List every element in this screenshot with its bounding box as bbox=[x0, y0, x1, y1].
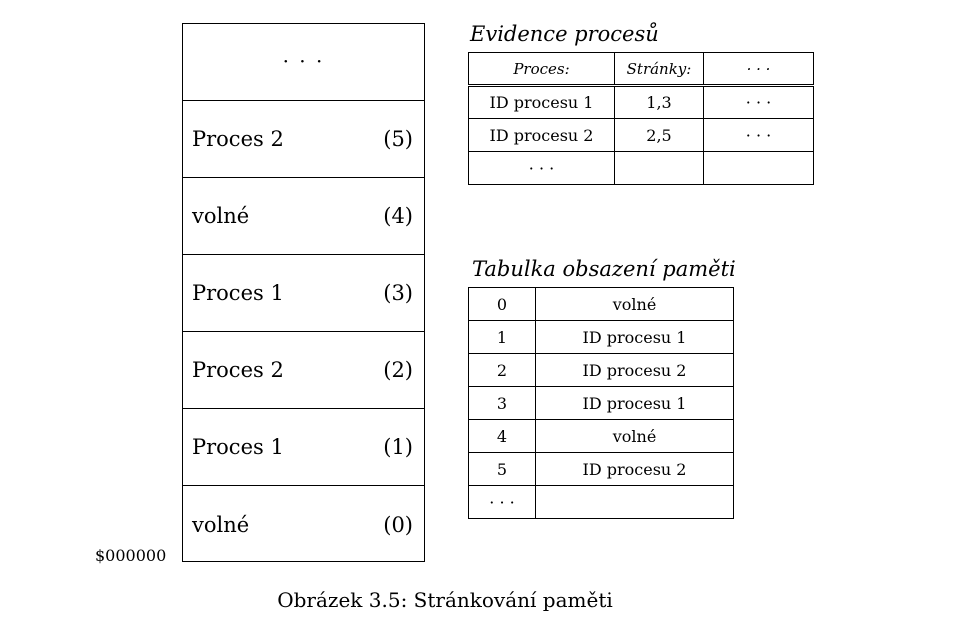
page-number: · · · bbox=[468, 485, 536, 519]
cell-index: (5) bbox=[383, 127, 413, 151]
cell-index: (1) bbox=[383, 435, 413, 459]
table-cell: · · · bbox=[703, 118, 814, 152]
header-cell: · · · bbox=[703, 52, 814, 87]
base-address: $000000 bbox=[95, 546, 167, 565]
table-cell: 2,5 bbox=[614, 118, 704, 152]
memory-cell-3: Proces 1 (3) bbox=[183, 255, 424, 332]
table-row: 0 volné bbox=[468, 287, 734, 321]
table-cell: 1,3 bbox=[614, 85, 704, 119]
cell-index: (3) bbox=[383, 281, 413, 305]
table-cell bbox=[703, 151, 814, 185]
table-row: 2 ID procesu 2 bbox=[468, 353, 734, 387]
table-row: ID procesu 2 2,5 · · · bbox=[468, 118, 814, 152]
ellipsis: · · · bbox=[282, 48, 325, 73]
cell-index: (2) bbox=[383, 358, 413, 382]
evidence-table: Proces: Stránky: · · · ID procesu 1 1,3 … bbox=[468, 52, 814, 185]
evidence-title: Evidence procesů bbox=[470, 22, 659, 46]
header-cell: Proces: bbox=[468, 52, 615, 87]
page-owner: ID procesu 2 bbox=[535, 353, 734, 387]
memory-cell-1: Proces 1 (1) bbox=[183, 409, 424, 486]
memory-stack: · · · Proces 2 (5) volné (4) Proces 1 (3… bbox=[182, 23, 425, 562]
page-owner: volné bbox=[535, 287, 734, 321]
table-header-row: Proces: Stránky: · · · bbox=[468, 52, 814, 87]
memory-cell-4: volné (4) bbox=[183, 178, 424, 255]
page-owner bbox=[535, 485, 734, 519]
page-number: 4 bbox=[468, 419, 536, 453]
table-cell: ID procesu 2 bbox=[468, 118, 615, 152]
table-row: 4 volné bbox=[468, 419, 734, 453]
table-row: · · · bbox=[468, 485, 734, 519]
occupancy-table: 0 volné 1 ID procesu 1 2 ID procesu 2 3 … bbox=[468, 287, 734, 519]
page-number: 2 bbox=[468, 353, 536, 387]
header-cell: Stránky: bbox=[614, 52, 704, 87]
memory-cell-2: Proces 2 (2) bbox=[183, 332, 424, 409]
table-cell bbox=[614, 151, 704, 185]
memory-cell-0: volné (0) bbox=[183, 486, 424, 563]
cell-label: Proces 1 bbox=[192, 281, 284, 305]
memory-cell-top: · · · bbox=[183, 24, 424, 101]
table-row: 1 ID procesu 1 bbox=[468, 320, 734, 354]
table-cell: ID procesu 1 bbox=[468, 85, 615, 119]
page-owner: ID procesu 1 bbox=[535, 320, 734, 354]
cell-index: (4) bbox=[383, 204, 413, 228]
cell-index: (0) bbox=[383, 512, 413, 537]
page-number: 0 bbox=[468, 287, 536, 321]
occupancy-title: Tabulka obsazení paměti bbox=[472, 257, 736, 281]
figure-caption: Obrázek 3.5: Stránkování paměti bbox=[277, 588, 613, 612]
cell-label: volné bbox=[192, 204, 250, 228]
table-cell: · · · bbox=[468, 151, 615, 185]
table-row: ID procesu 1 1,3 · · · bbox=[468, 85, 814, 119]
table-row: · · · bbox=[468, 151, 814, 185]
table-row: 5 ID procesu 2 bbox=[468, 452, 734, 486]
page-number: 5 bbox=[468, 452, 536, 486]
table-cell: · · · bbox=[703, 85, 814, 119]
cell-label: Proces 2 bbox=[192, 358, 284, 382]
cell-label: Proces 2 bbox=[192, 127, 284, 151]
cell-label: Proces 1 bbox=[192, 435, 284, 459]
page-number: 3 bbox=[468, 386, 536, 420]
page-number: 1 bbox=[468, 320, 536, 354]
page-owner: ID procesu 2 bbox=[535, 452, 734, 486]
table-row: 3 ID procesu 1 bbox=[468, 386, 734, 420]
page-owner: ID procesu 1 bbox=[535, 386, 734, 420]
page-owner: volné bbox=[535, 419, 734, 453]
cell-label: volné bbox=[192, 512, 250, 537]
memory-cell-5: Proces 2 (5) bbox=[183, 101, 424, 178]
